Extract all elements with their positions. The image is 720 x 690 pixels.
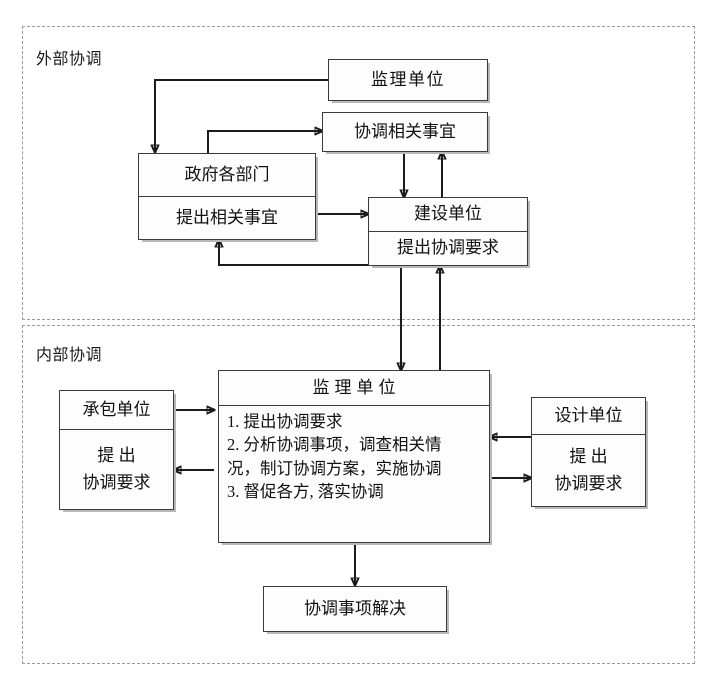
node-supervision-main-title: 监理单位: [312, 377, 401, 397]
node-designer-sub-line2: 协调要求: [554, 473, 623, 493]
node-contractor-title: 承包单位: [82, 399, 151, 419]
node-government-title: 政府各部门: [184, 164, 270, 184]
node-supervision-main-body: 1. 提出协调要求 2. 分析协调事项，调查相关情 况，制订协调方案，实施协调 …: [219, 405, 489, 542]
node-resolved[interactable]: 协调事项解决: [263, 586, 447, 632]
node-construction-unit-title: 建设单位: [414, 204, 482, 224]
supervision-item-1: 1. 提出协调要求: [227, 412, 343, 431]
node-contractor-sub: 提 出 协调要求: [60, 429, 173, 509]
section-frame-external: [22, 26, 695, 320]
node-supervision-top-title: 监理单位: [371, 69, 445, 89]
node-supervision-top[interactable]: 监理单位: [328, 59, 488, 101]
section-frame-internal: [22, 325, 695, 664]
section-label-internal: 内部协调: [36, 347, 103, 364]
node-construction-unit-sub: 提出协调要求: [369, 231, 527, 265]
node-designer[interactable]: 设计单位 提 出 协调要求: [531, 397, 646, 507]
node-coordination-matters[interactable]: 协调相关事宜: [322, 112, 488, 152]
section-label-external: 外部协调: [36, 51, 103, 68]
node-designer-sub: 提 出 协调要求: [532, 434, 645, 506]
node-contractor-sub-line2: 协调要求: [82, 472, 151, 492]
node-resolved-title: 协调事项解决: [304, 598, 406, 618]
node-designer-title: 设计单位: [554, 405, 623, 425]
supervision-item-3: 3. 督促各方, 落实协调: [227, 482, 384, 502]
node-supervision-main[interactable]: 监理单位 1. 提出协调要求 2. 分析协调事项，调查相关情 况，制订协调方案，…: [218, 370, 490, 543]
supervision-item-2-cont: 况，制订协调方案，实施协调: [227, 458, 442, 478]
node-contractor[interactable]: 承包单位 提 出 协调要求: [59, 390, 174, 510]
node-government-sub: 提出相关事宜: [139, 196, 315, 239]
node-designer-sub-line1: 提 出: [569, 447, 608, 467]
node-contractor-sub-line1: 提 出: [97, 446, 136, 466]
node-coordination-matters-title: 协调相关事宜: [354, 121, 456, 141]
node-construction-unit[interactable]: 建设单位 提出协调要求: [368, 197, 528, 266]
node-government[interactable]: 政府各部门 提出相关事宜: [138, 153, 316, 240]
supervision-item-2: 2. 分析协调事项，调查相关情: [227, 435, 442, 455]
